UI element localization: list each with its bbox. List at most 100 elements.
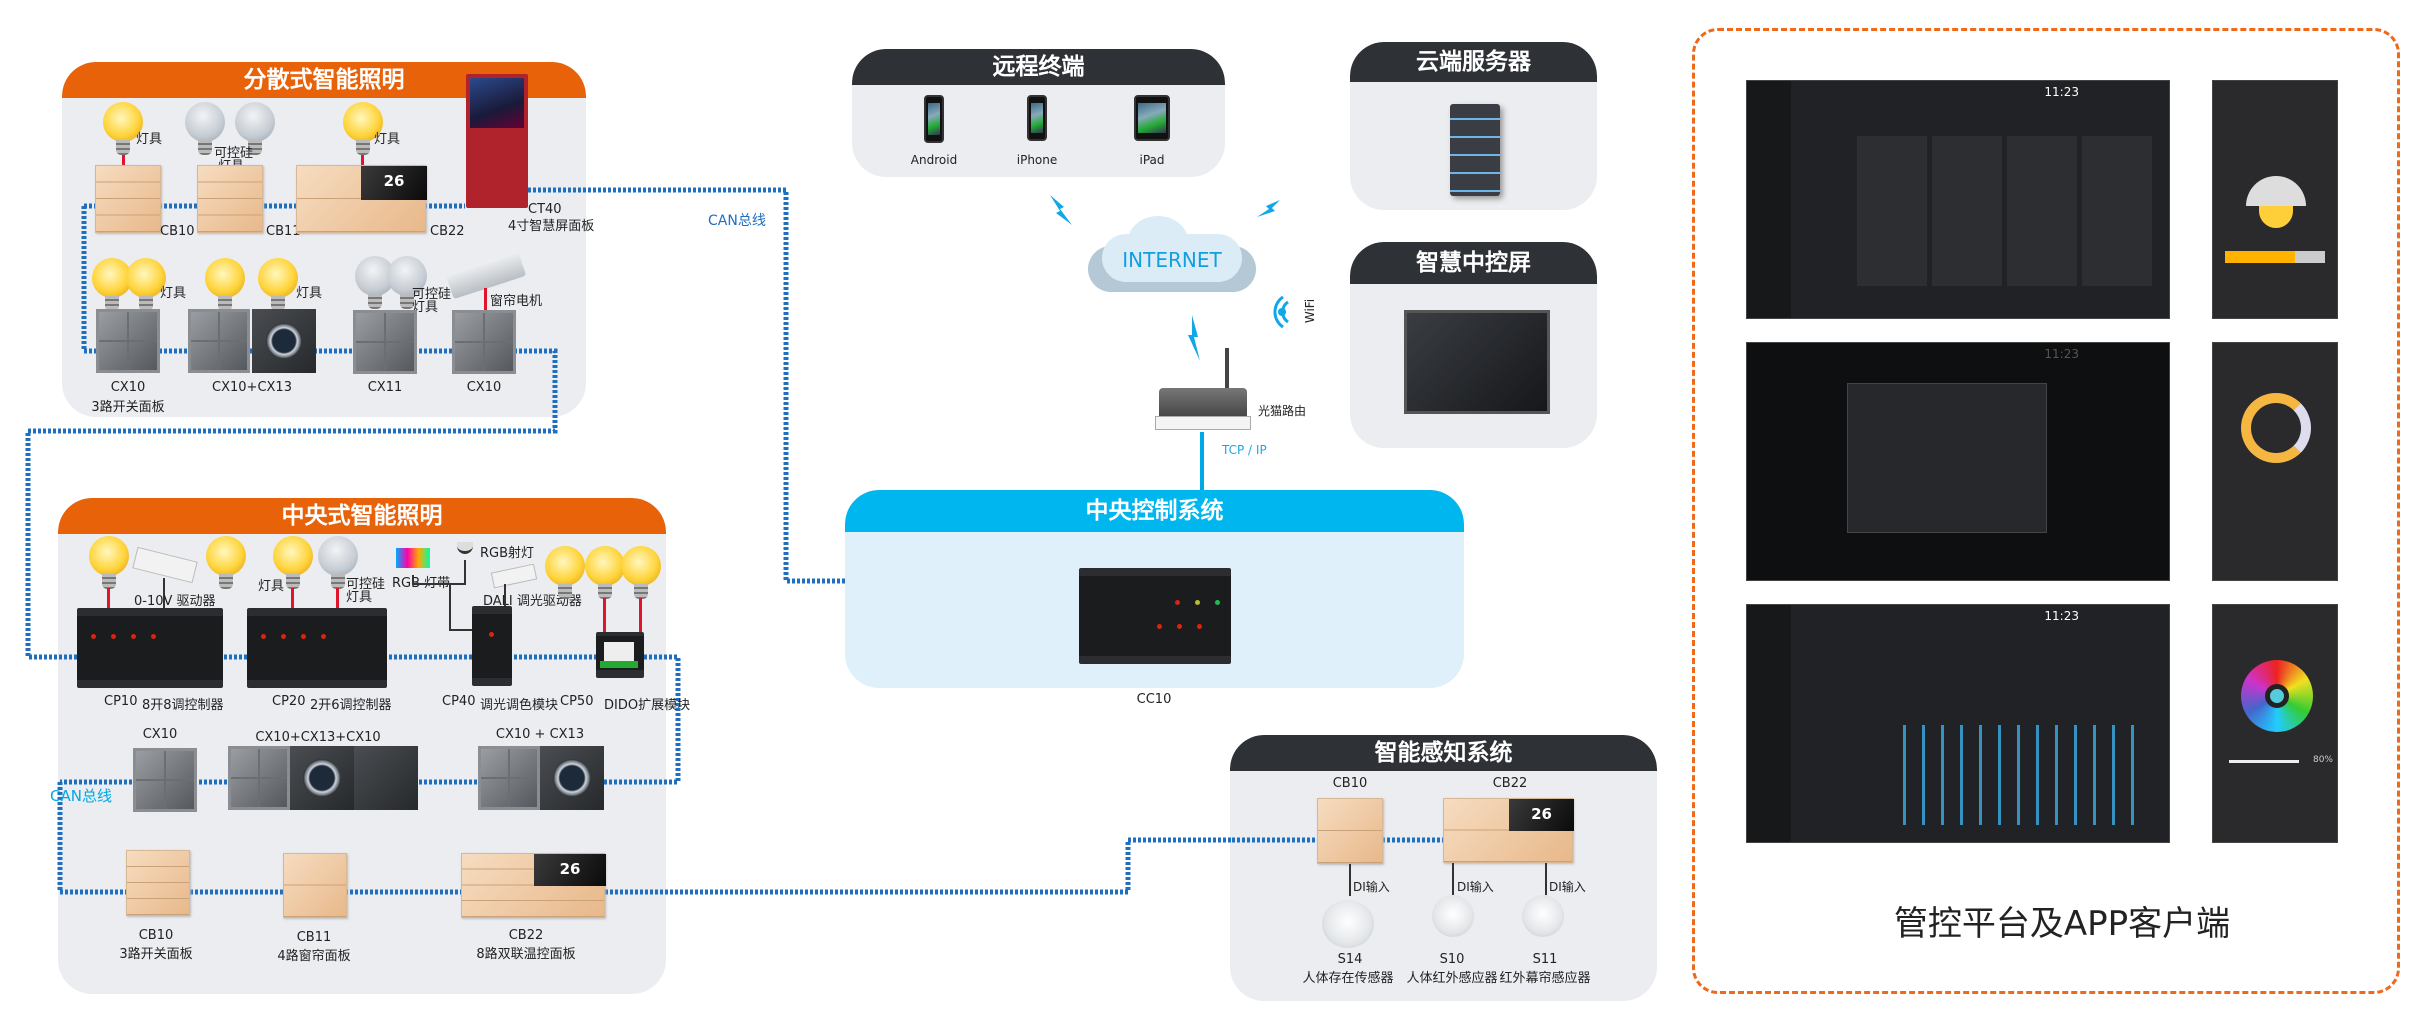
app-color-temp-screenshot: [2212, 342, 2338, 581]
ipad: [1134, 95, 1170, 141]
silicon-lamp-bulb: [387, 256, 427, 312]
panel-desc: 4路窗帘面板: [277, 949, 351, 964]
control-screen-device: [1404, 310, 1550, 414]
silicon-lamp-label: 可控硅: [346, 577, 386, 592]
clock-time: 11:23: [2044, 609, 2079, 623]
silicon-lamp-bulb: [185, 102, 225, 158]
lamp-bulb: [103, 102, 143, 158]
lightning-icon: [1050, 195, 1072, 225]
panel-model: CB22: [508, 928, 544, 943]
wifi-label: WiFi: [1303, 298, 1318, 324]
device-label: CX10: [110, 380, 146, 395]
cp40-module: [472, 606, 512, 686]
device-label: CB22: [430, 224, 465, 239]
sensor-model: S14: [1337, 952, 1363, 967]
device-label: CX11: [367, 380, 403, 395]
app-lamp-screenshot: [2212, 80, 2338, 319]
lamp-bulb: [205, 258, 245, 314]
silicon-lamp-bulb: [235, 102, 275, 158]
panel-model: CB10: [1332, 776, 1368, 791]
rgb-spotlight: [457, 542, 473, 554]
cb11-panel: [283, 853, 347, 918]
thermostat-display: 26: [1509, 799, 1574, 831]
panel-title: 远程终端: [852, 49, 1225, 85]
s11-curtain-sensor: [1522, 895, 1564, 937]
android-phone: [924, 95, 944, 143]
s10-pir-sensor: [1432, 895, 1474, 937]
cb22-panel: 26: [1443, 798, 1574, 863]
cp50-dido-module: [596, 632, 644, 678]
thermostat-display: 26: [534, 854, 606, 886]
clock-time: 11:23: [2044, 347, 2079, 361]
wifi-icon: WiFi: [1272, 292, 1317, 332]
web-platform-energy-chart-screenshot: 11:23: [1746, 604, 2170, 843]
lamp-bulb: [258, 258, 298, 314]
app-color-wheel-screenshot: 80%: [2212, 604, 2338, 843]
lamp-label: 灯具: [136, 132, 163, 147]
cx13-knob-panel: [290, 746, 354, 810]
cx10-panel: [452, 310, 516, 374]
panel-model: CB22: [1492, 776, 1528, 791]
silicon-lamp-bulb: [318, 536, 358, 592]
lamp-label: 灯具: [374, 132, 401, 147]
cx10-dark-panel: [354, 746, 418, 810]
device-desc: 3路开关面板: [91, 400, 165, 415]
module-model: CP40: [442, 694, 476, 709]
module-desc: 2开6调控制器: [310, 698, 392, 713]
silicon-lamp-label: 可控硅: [214, 146, 254, 161]
di-input-label: DI输入: [1549, 880, 1586, 894]
cx10-panel: [228, 746, 290, 810]
curtain-motor-label: 窗帘电机: [490, 294, 543, 309]
sensor-desc: 人体红外感应器: [1406, 971, 1498, 986]
cc10-controller: [1079, 568, 1231, 664]
cb10-panel: [1317, 798, 1383, 864]
module-model: CP50: [560, 694, 594, 709]
sensor-desc: 红外幕帘感应器: [1499, 971, 1591, 986]
lamp-bulb: [273, 536, 313, 592]
panel-model: CX10 + CX13: [495, 727, 585, 742]
clock-time: 11:23: [2044, 85, 2079, 99]
server-icon: [1450, 104, 1500, 196]
panel-desc: 8路双联温控面板: [476, 947, 576, 962]
brightness-percent: 80%: [2312, 755, 2333, 765]
cb11-panel: [197, 165, 263, 233]
cx10-panel: [96, 309, 160, 373]
panel-title: 中央控制系统: [845, 490, 1464, 532]
rgb-spotlight-label: RGB射灯: [480, 546, 535, 561]
di-input-label: DI输入: [1353, 880, 1390, 894]
internet-label: INTERNET: [1122, 248, 1222, 272]
lamp-bulb: [89, 536, 129, 592]
cb10-panel: [126, 850, 190, 916]
device-label: Android: [910, 153, 958, 167]
cx10-panel: [133, 748, 197, 812]
lamp-bulb: [92, 258, 132, 314]
s14-presence-sensor: [1322, 900, 1374, 948]
cx13-knob-panel: [540, 746, 604, 810]
can-bus-label: CAN总线: [50, 787, 112, 805]
device-desc: 4寸智慧屏面板: [508, 219, 595, 234]
lamp-label: 灯具: [160, 286, 187, 301]
dali-driver-label: DALI 调光驱动器: [483, 594, 582, 609]
web-platform-lighting-screenshot: 11:23: [1746, 80, 2170, 319]
cloud-server-panel: 云端服务器: [1350, 42, 1597, 210]
lightning-icon: [1257, 200, 1280, 217]
thermostat-display: 26: [361, 166, 427, 200]
cp20-controller: [247, 608, 387, 688]
module-desc: DIDO扩展模块: [604, 698, 691, 713]
central-control-panel: 中央控制系统 CC10: [845, 490, 1464, 688]
smart-screen-panel: 智慧中控屏: [1350, 242, 1597, 448]
lamp-bulb: [126, 258, 166, 314]
router: [1155, 348, 1251, 432]
module-desc: 8开8调控制器: [142, 698, 224, 713]
platform-app-box: [1692, 28, 2400, 994]
panel-desc: 3路开关面板: [119, 947, 193, 962]
module-model: CP10: [104, 694, 138, 709]
lamp-label: 灯具: [296, 286, 323, 301]
panel-title: 智慧中控屏: [1350, 242, 1597, 284]
panel-model: CX10: [142, 727, 178, 742]
cb22-panel: 26: [461, 853, 606, 918]
device-label: CX10: [466, 380, 502, 395]
module-desc: 调光调色模块: [480, 698, 559, 713]
internet-cloud: INTERNET: [1088, 216, 1256, 294]
cp10-controller: [77, 608, 223, 688]
